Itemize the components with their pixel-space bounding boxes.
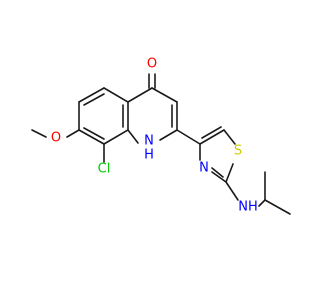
bond xyxy=(225,181,239,201)
bond xyxy=(127,129,139,144)
methoxy-oxygen-label: O xyxy=(51,131,61,146)
bond xyxy=(66,129,80,138)
bond xyxy=(78,87,105,103)
bond-double xyxy=(211,167,224,178)
bond xyxy=(199,129,225,145)
structure-diagram: O H N Cl O N S NH xyxy=(31,57,291,215)
bond xyxy=(78,129,105,145)
bond xyxy=(258,199,266,207)
chlorine-label: Cl xyxy=(98,162,111,177)
bond xyxy=(223,129,236,145)
sulfur-label: S xyxy=(234,144,242,159)
bond xyxy=(211,171,227,183)
amine-label: NH xyxy=(238,200,258,215)
nitrogen-label: N xyxy=(144,134,154,149)
bond xyxy=(151,87,178,103)
bond xyxy=(127,87,153,103)
bond-double xyxy=(83,93,105,106)
bond xyxy=(103,129,129,145)
bond xyxy=(31,129,47,138)
bond xyxy=(176,129,201,145)
oxygen-label: O xyxy=(147,57,157,72)
bond-double xyxy=(201,126,222,139)
thiazole-nitrogen-label: N xyxy=(199,161,209,176)
bond xyxy=(159,129,178,141)
bond-double xyxy=(83,127,105,140)
bonds xyxy=(31,73,291,215)
bond xyxy=(264,199,291,215)
molecule-drawing: O H N Cl O N S NH xyxy=(31,57,291,215)
bond xyxy=(103,87,129,103)
atom-labels: O H N Cl O N S NH xyxy=(51,57,258,215)
bond xyxy=(225,163,234,183)
nitrogen-h-label: H xyxy=(144,148,154,163)
